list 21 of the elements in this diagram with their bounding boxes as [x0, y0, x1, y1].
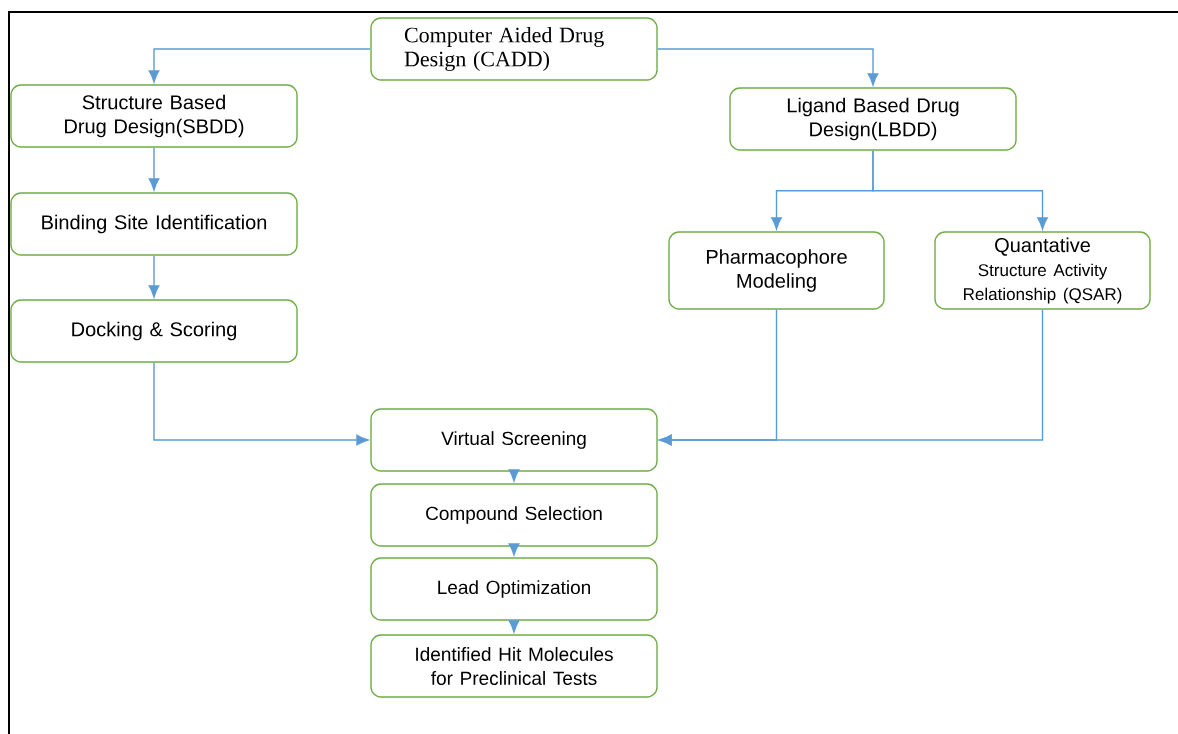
- process-box: Binding Site Identification: [10, 192, 298, 256]
- process-box: Lead Optimization: [370, 557, 658, 621]
- process-box: Ligand Based Drug Design(LBDD): [729, 87, 1017, 151]
- process-box: Docking & Scoring: [10, 299, 298, 363]
- arrow: [508, 620, 520, 633]
- process-box: Structure Based Drug Design(SBDD): [10, 84, 298, 148]
- process-box: Compound Selection: [370, 483, 658, 547]
- process-box: Identified Hit Molecules for Preclinical Tests: [370, 634, 658, 698]
- process-box: Computer Aided Drug Design (CADD): [370, 17, 658, 81]
- arrow: [508, 543, 520, 556]
- arrow: [872, 150, 1048, 230]
- arrow: [148, 147, 160, 191]
- arrow: [148, 255, 160, 298]
- process-box: Pharmacophore Modeling: [668, 231, 885, 310]
- arrow: [508, 469, 520, 482]
- arrow: [153, 362, 369, 446]
- arrow: [148, 48, 371, 83]
- arrow: [657, 48, 879, 86]
- process-box: Virtual Screening: [370, 408, 658, 472]
- arrow: [659, 309, 1044, 446]
- process-box: Quantative Structure Activity Relationship (QSAR): [934, 231, 1151, 310]
